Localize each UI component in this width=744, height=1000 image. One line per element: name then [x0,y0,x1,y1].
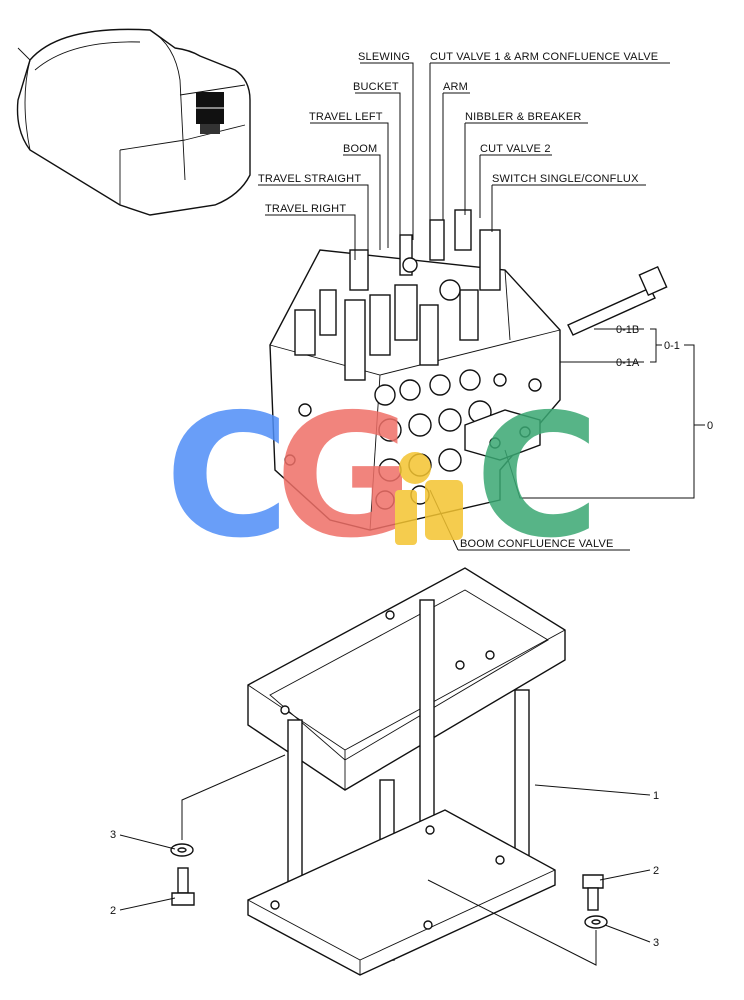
callout-2-left: 2 [110,905,116,917]
watermark-letter-1: C [165,378,290,576]
bolt-0-1 [567,265,668,336]
callout-numbers: 0-1B 0-1A 0-1 0 1 2 3 2 3 [110,324,713,949]
label-switch-single-conflux: SWITCH SINGLE/CONFLUX [492,173,639,185]
label-travel-left: TRAVEL LEFT [309,111,383,123]
label-nibbler-breaker: NIBBLER & BREAKER [465,111,582,123]
washer-3-left [170,843,194,857]
boom-confluence-valve-block [464,409,541,461]
spool-caps [294,209,501,381]
label-slewing: SLEWING [358,51,410,63]
label-travel-straight: TRAVEL STRAIGHT [258,173,361,185]
label-boom: BOOM [343,143,377,155]
mounting-stand [247,567,566,976]
callout-0: 0 [707,420,713,432]
control-valve-assembly [269,209,561,531]
valve-position-icon [196,92,224,134]
callout-0-1a: 0-1A [616,357,640,369]
callout-2-right: 2 [653,865,659,877]
bolt-2-left [171,867,195,906]
callout-1: 1 [653,790,659,802]
component-labels: SLEWING CUT VALVE 1 & ARM CONFLUENCE VAL… [258,51,658,550]
callout-3-left: 3 [110,829,116,841]
bolt-2-right [582,874,604,911]
washer-3-right [584,915,608,929]
label-arm: ARM [443,81,468,93]
label-cut-valve-2: CUT VALVE 2 [480,143,551,155]
label-boom-confluence-valve: BOOM CONFLUENCE VALVE [460,538,614,550]
label-travel-right: TRAVEL RIGHT [265,203,346,215]
label-bucket: BUCKET [353,81,399,93]
watermark-letter-3: C [475,378,600,576]
watermark-letter-2: G [275,378,415,576]
machine-thumbnail [16,28,251,216]
watermark-accent-shape [395,452,463,545]
callout-0-1b: 0-1B [616,324,639,336]
label-cut-valve-1-arm: CUT VALVE 1 & ARM CONFLUENCE VALVE [430,51,658,63]
leader-lines [119,62,705,966]
callout-3-right: 3 [653,937,659,949]
callout-0-1: 0-1 [664,340,680,352]
watermark-logo: C G C [165,378,600,576]
